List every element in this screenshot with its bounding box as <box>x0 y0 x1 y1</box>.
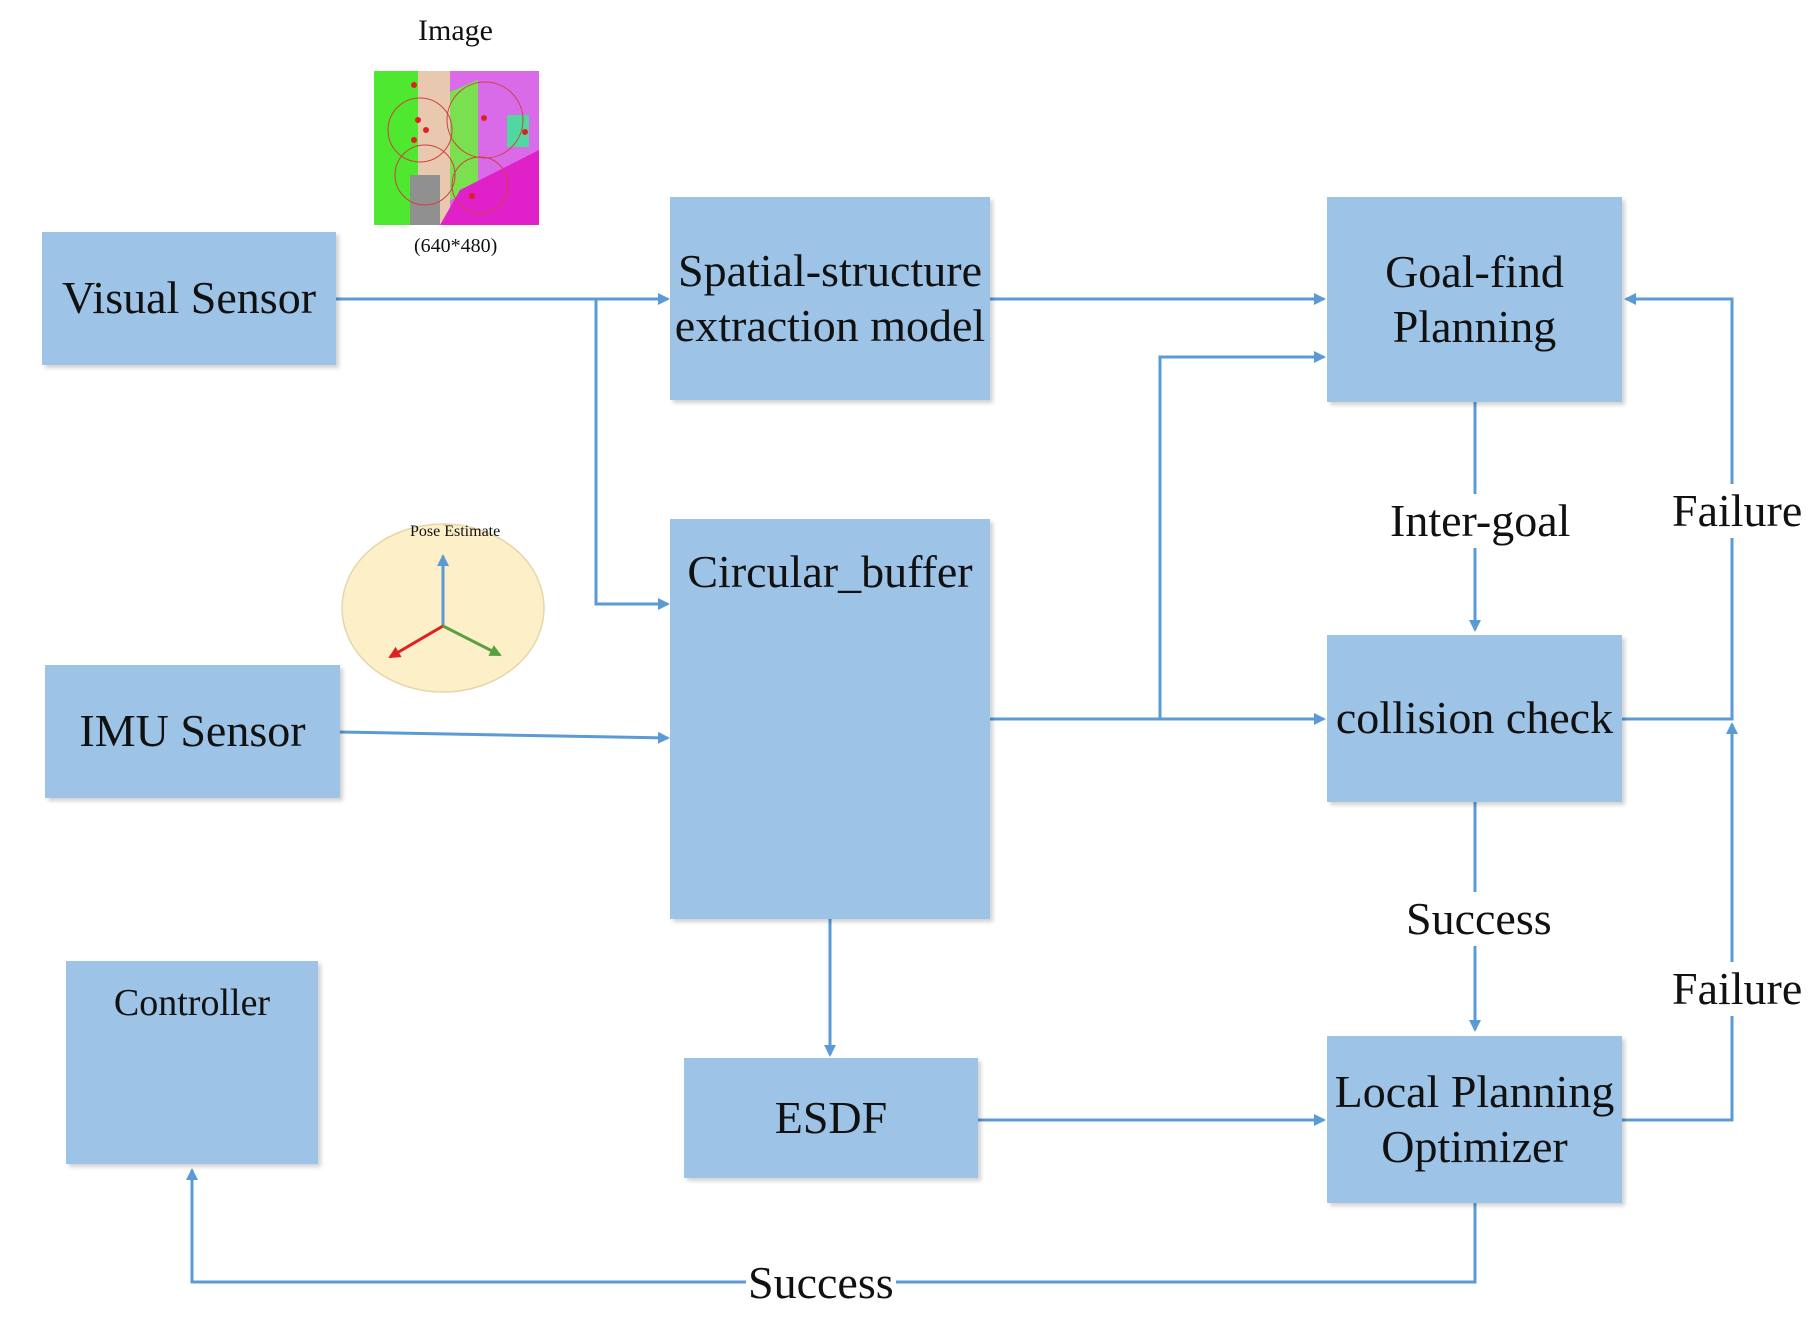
success-mid-label: Success <box>1404 892 1554 946</box>
goal-line-2: Planning <box>1392 300 1557 352</box>
image-title: Image <box>418 14 493 47</box>
spatial-line-2: extraction model <box>674 299 986 351</box>
collision-check-box: collision check <box>1327 635 1622 802</box>
pose-estimate-graphic <box>341 523 545 693</box>
collision-check-label: collision check <box>1335 692 1614 744</box>
success-bottom-label: Success <box>746 1256 896 1310</box>
y-axis-icon <box>442 624 502 657</box>
esdf-label: ESDF <box>774 1091 888 1143</box>
imu-sensor-label: IMU Sensor <box>79 705 306 757</box>
controller-box: Controller <box>66 961 318 1164</box>
x-axis-icon <box>388 624 444 659</box>
local-planning-box: Local Planning Optimizer <box>1327 1036 1622 1203</box>
goal-find-planning-box: Goal-find Planning <box>1327 197 1622 402</box>
failure-top-label: Failure <box>1670 484 1805 538</box>
arrow-imu-to-buffer <box>339 730 670 744</box>
failure-bottom-label: Failure <box>1670 962 1805 1016</box>
visual-sensor-label: Visual Sensor <box>61 272 317 324</box>
segmentation-image <box>374 71 539 225</box>
circular-buffer-box: Circular_buffer <box>670 519 990 919</box>
spatial-line-1: Spatial-structure <box>677 245 982 297</box>
pose-estimate-title: Pose Estimate <box>410 523 501 540</box>
imu-sensor-box: IMU Sensor <box>45 665 340 798</box>
image-size: (640*480) <box>414 235 498 257</box>
circular-buffer-label: Circular_buffer <box>687 546 973 597</box>
local-line-1: Local Planning <box>1334 1066 1615 1118</box>
visual-sensor-box: Visual Sensor <box>42 232 336 365</box>
arrow-buffer-to-goal <box>1158 351 1326 719</box>
controller-label: Controller <box>113 982 271 1024</box>
arrow-local-failure <box>1622 722 1738 1122</box>
goal-line-1: Goal-find <box>1385 246 1564 298</box>
inter-goal-label: Inter-goal <box>1388 494 1573 548</box>
arrow-visual-to-buffer <box>594 299 670 610</box>
spatial-structure-box: Spatial-structure extraction model <box>670 197 990 400</box>
esdf-box: ESDF <box>684 1058 978 1178</box>
local-line-2: Optimizer <box>1381 1120 1568 1172</box>
